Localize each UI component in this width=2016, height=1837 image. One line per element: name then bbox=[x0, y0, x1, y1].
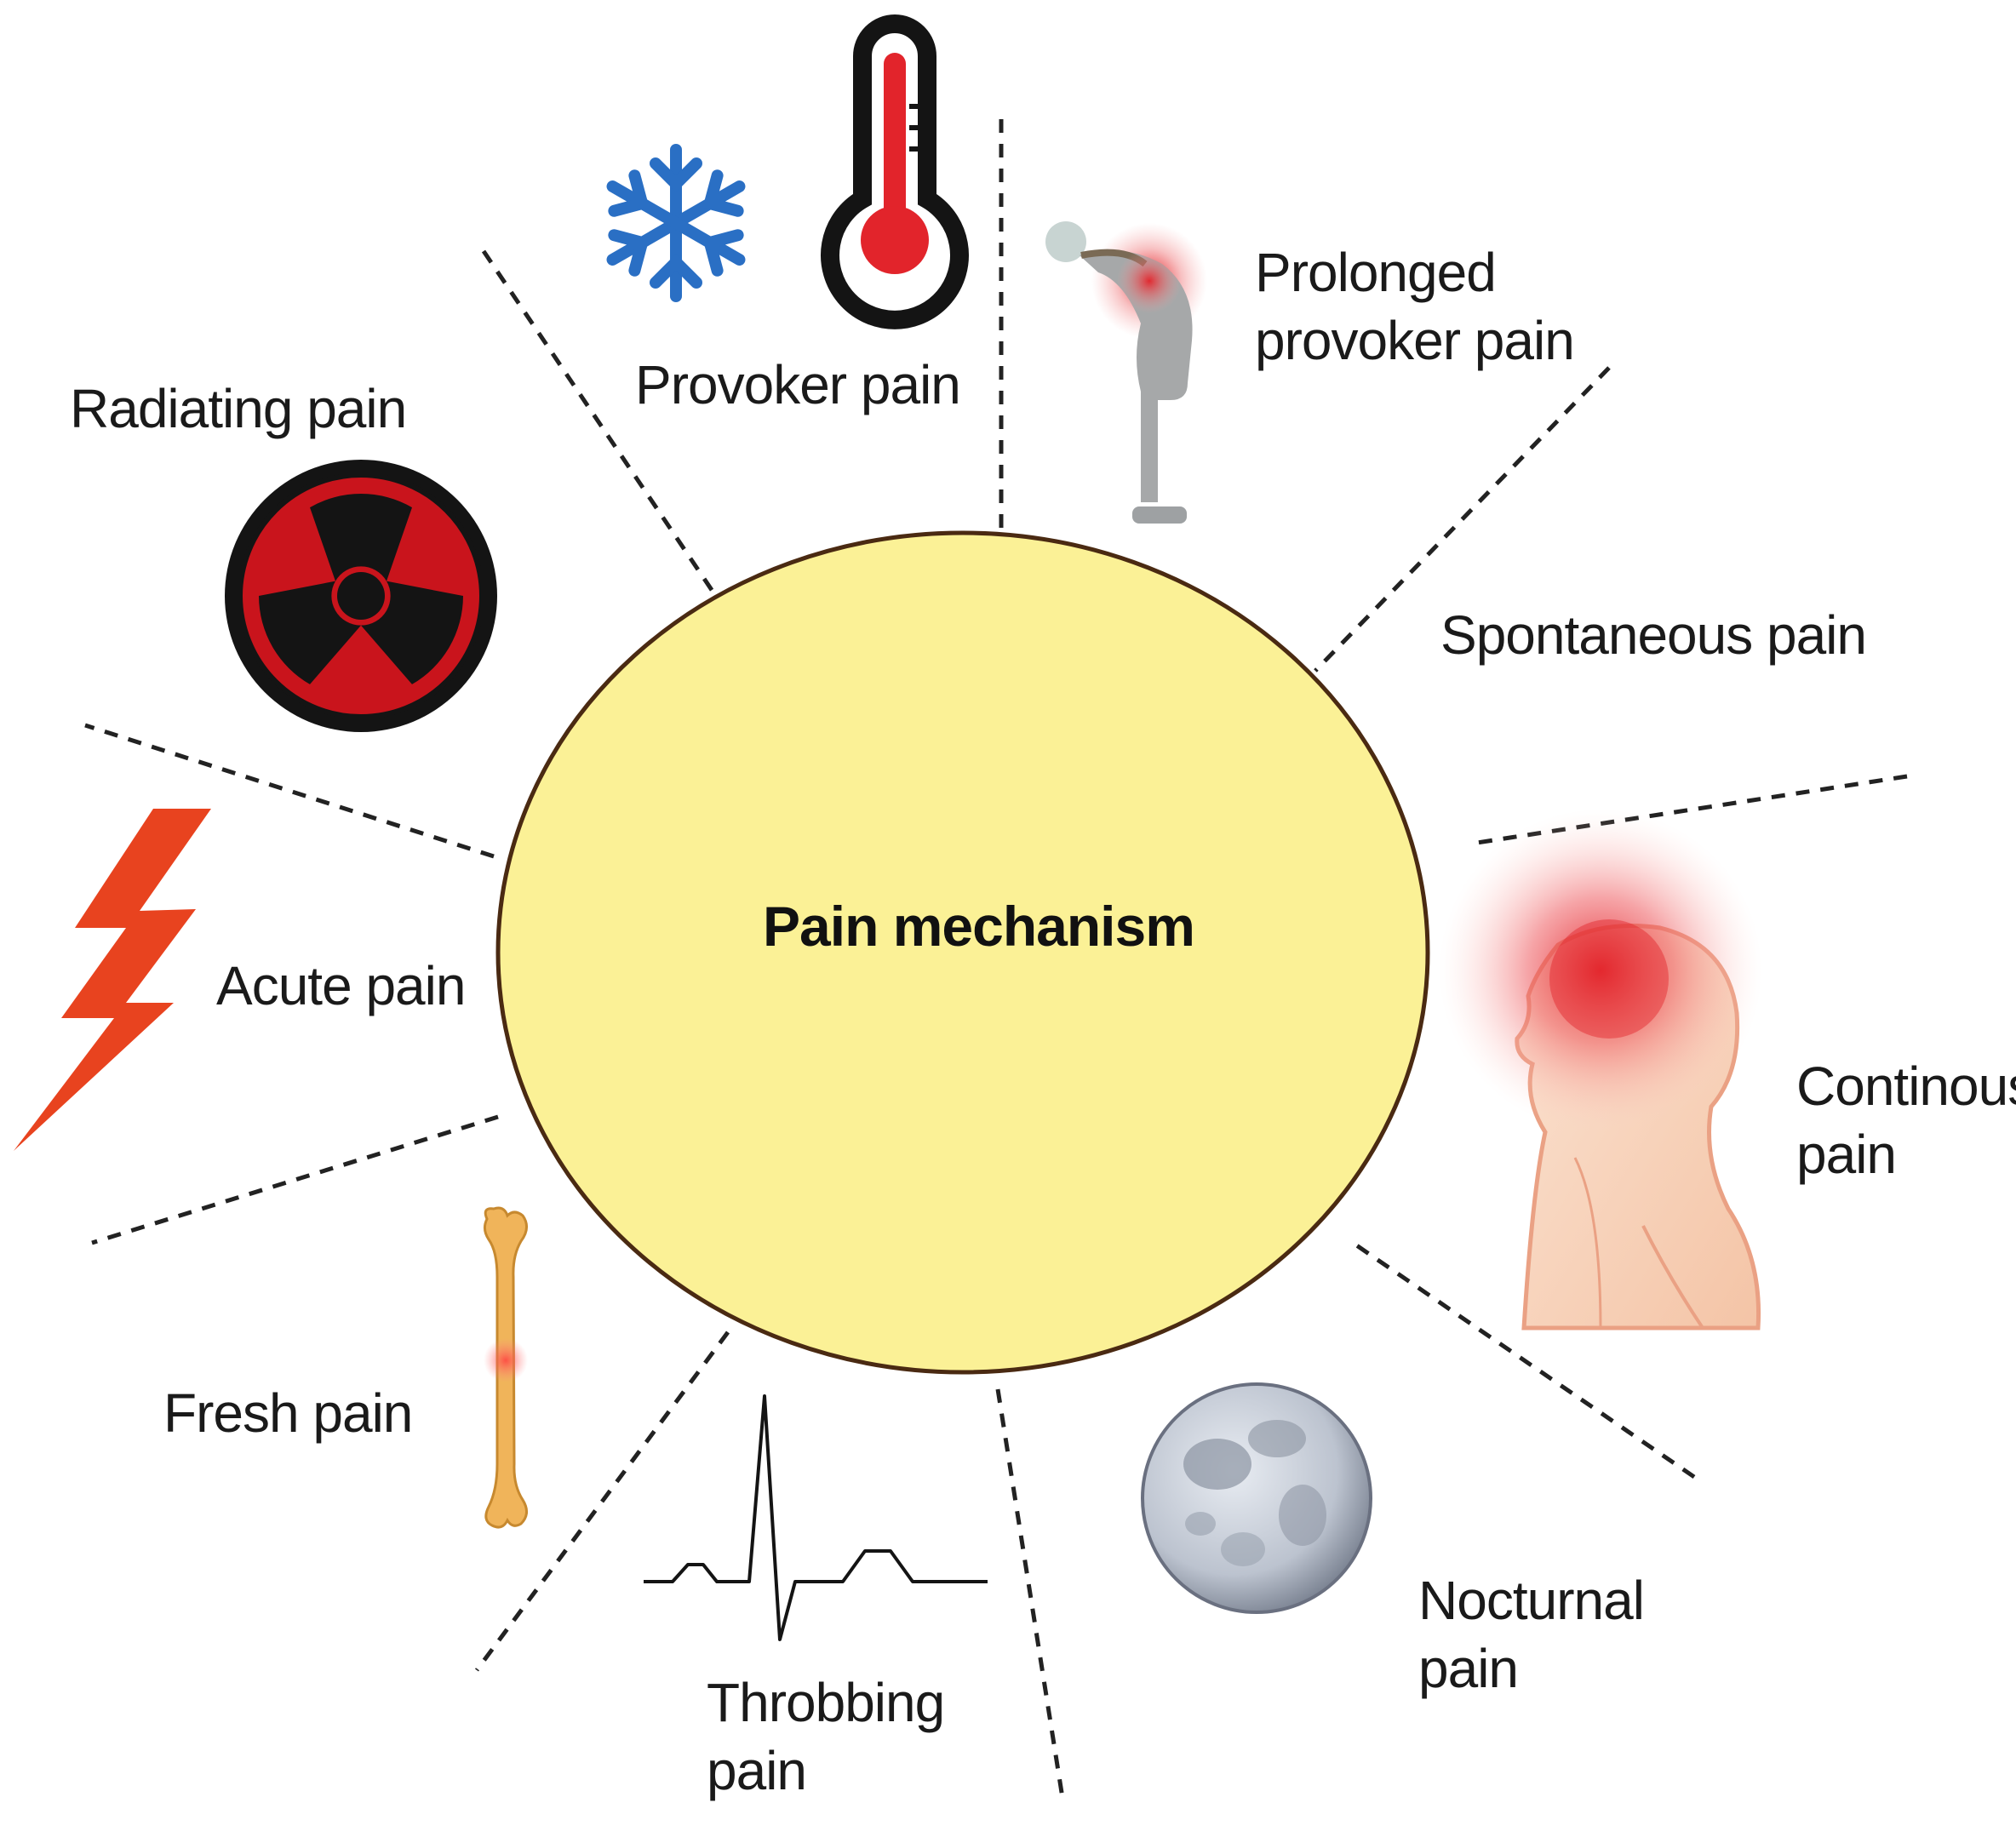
lightning-icon bbox=[14, 809, 211, 1151]
label-throbbing-pain-2: pain bbox=[707, 1737, 806, 1805]
divider-line bbox=[92, 1117, 498, 1243]
divider-line bbox=[484, 251, 717, 598]
label-fresh-pain: Fresh pain bbox=[163, 1379, 412, 1447]
label-prolonged-provoker-pain-1: Prolonged bbox=[1255, 238, 1496, 306]
radiation-icon bbox=[225, 460, 497, 732]
label-spontaneous-pain: Spontaneous pain bbox=[1440, 601, 1866, 669]
head-pain-icon bbox=[1439, 809, 1762, 1328]
divider-line bbox=[998, 1389, 1062, 1798]
moon-icon bbox=[1143, 1384, 1371, 1612]
label-prolonged-provoker-pain-2: provoker pain bbox=[1255, 306, 1574, 375]
heartbeat-icon bbox=[644, 1396, 988, 1640]
label-continous-pain-2: pain bbox=[1796, 1120, 1896, 1188]
snowflake-icon bbox=[603, 150, 750, 296]
label-acute-pain: Acute pain bbox=[216, 952, 465, 1020]
label-radiating-pain: Radiating pain bbox=[70, 375, 406, 443]
back-pain-figure-icon bbox=[1045, 221, 1207, 524]
label-continous-pain-1: Continous bbox=[1796, 1052, 2016, 1120]
label-nocturnal-pain-2: pain bbox=[1418, 1634, 1518, 1703]
label-nocturnal-pain-1: Nocturnal bbox=[1418, 1566, 1644, 1634]
bone-icon bbox=[484, 1208, 528, 1527]
label-throbbing-pain-1: Throbbing bbox=[707, 1668, 944, 1737]
thermometer-icon bbox=[830, 24, 959, 320]
center-label: Pain mechanism bbox=[763, 894, 1194, 959]
label-provoker-pain: Provoker pain bbox=[635, 351, 960, 419]
